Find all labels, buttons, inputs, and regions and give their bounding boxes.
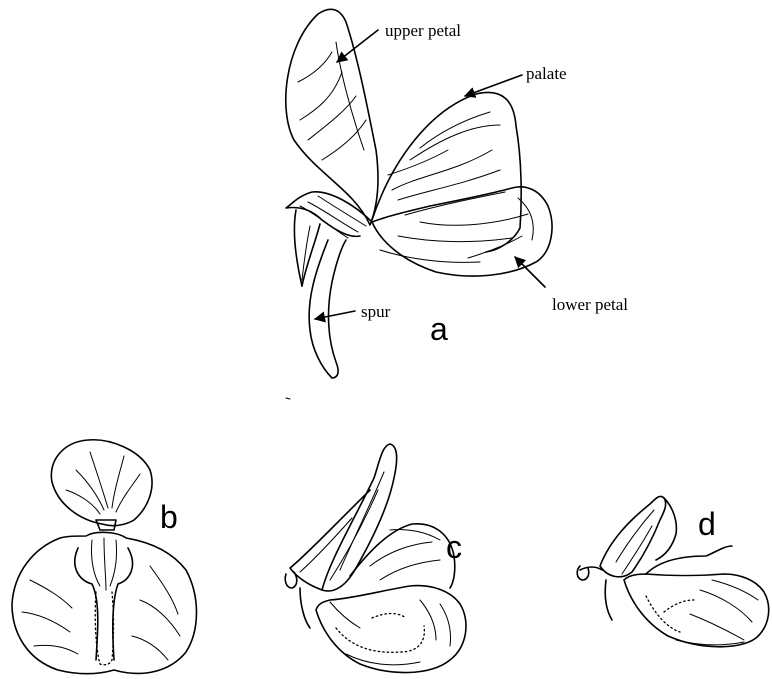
label-spur: spur [361, 302, 391, 321]
arrow-upper-petal [337, 30, 378, 62]
annotation-lower-petal: lower petal [515, 257, 628, 314]
arrow-spur [315, 311, 355, 319]
upper-petal-c [322, 444, 397, 591]
panel-label-c: c [446, 529, 462, 565]
panel-label-b: b [160, 499, 178, 535]
flower-a [286, 9, 552, 378]
panel-label-d: d [698, 506, 716, 542]
label-upper-petal: upper petal [385, 21, 461, 40]
label-palate: palate [526, 64, 567, 83]
annotation-palate: palate [465, 64, 567, 96]
flower-d [577, 496, 768, 646]
flower-c [285, 444, 466, 673]
palate-c [350, 524, 455, 588]
spur-shape [309, 240, 346, 378]
label-lower-petal: lower petal [552, 295, 628, 314]
arrow-lower-petal [515, 257, 545, 287]
lower-petal-c [316, 586, 466, 673]
lower-petal-d [624, 574, 769, 647]
upper-petal-b [51, 440, 152, 526]
panel-label-a: a [430, 311, 448, 347]
palate-shape [372, 92, 521, 252]
flower-b [12, 440, 197, 674]
annotation-spur: spur [315, 302, 391, 321]
